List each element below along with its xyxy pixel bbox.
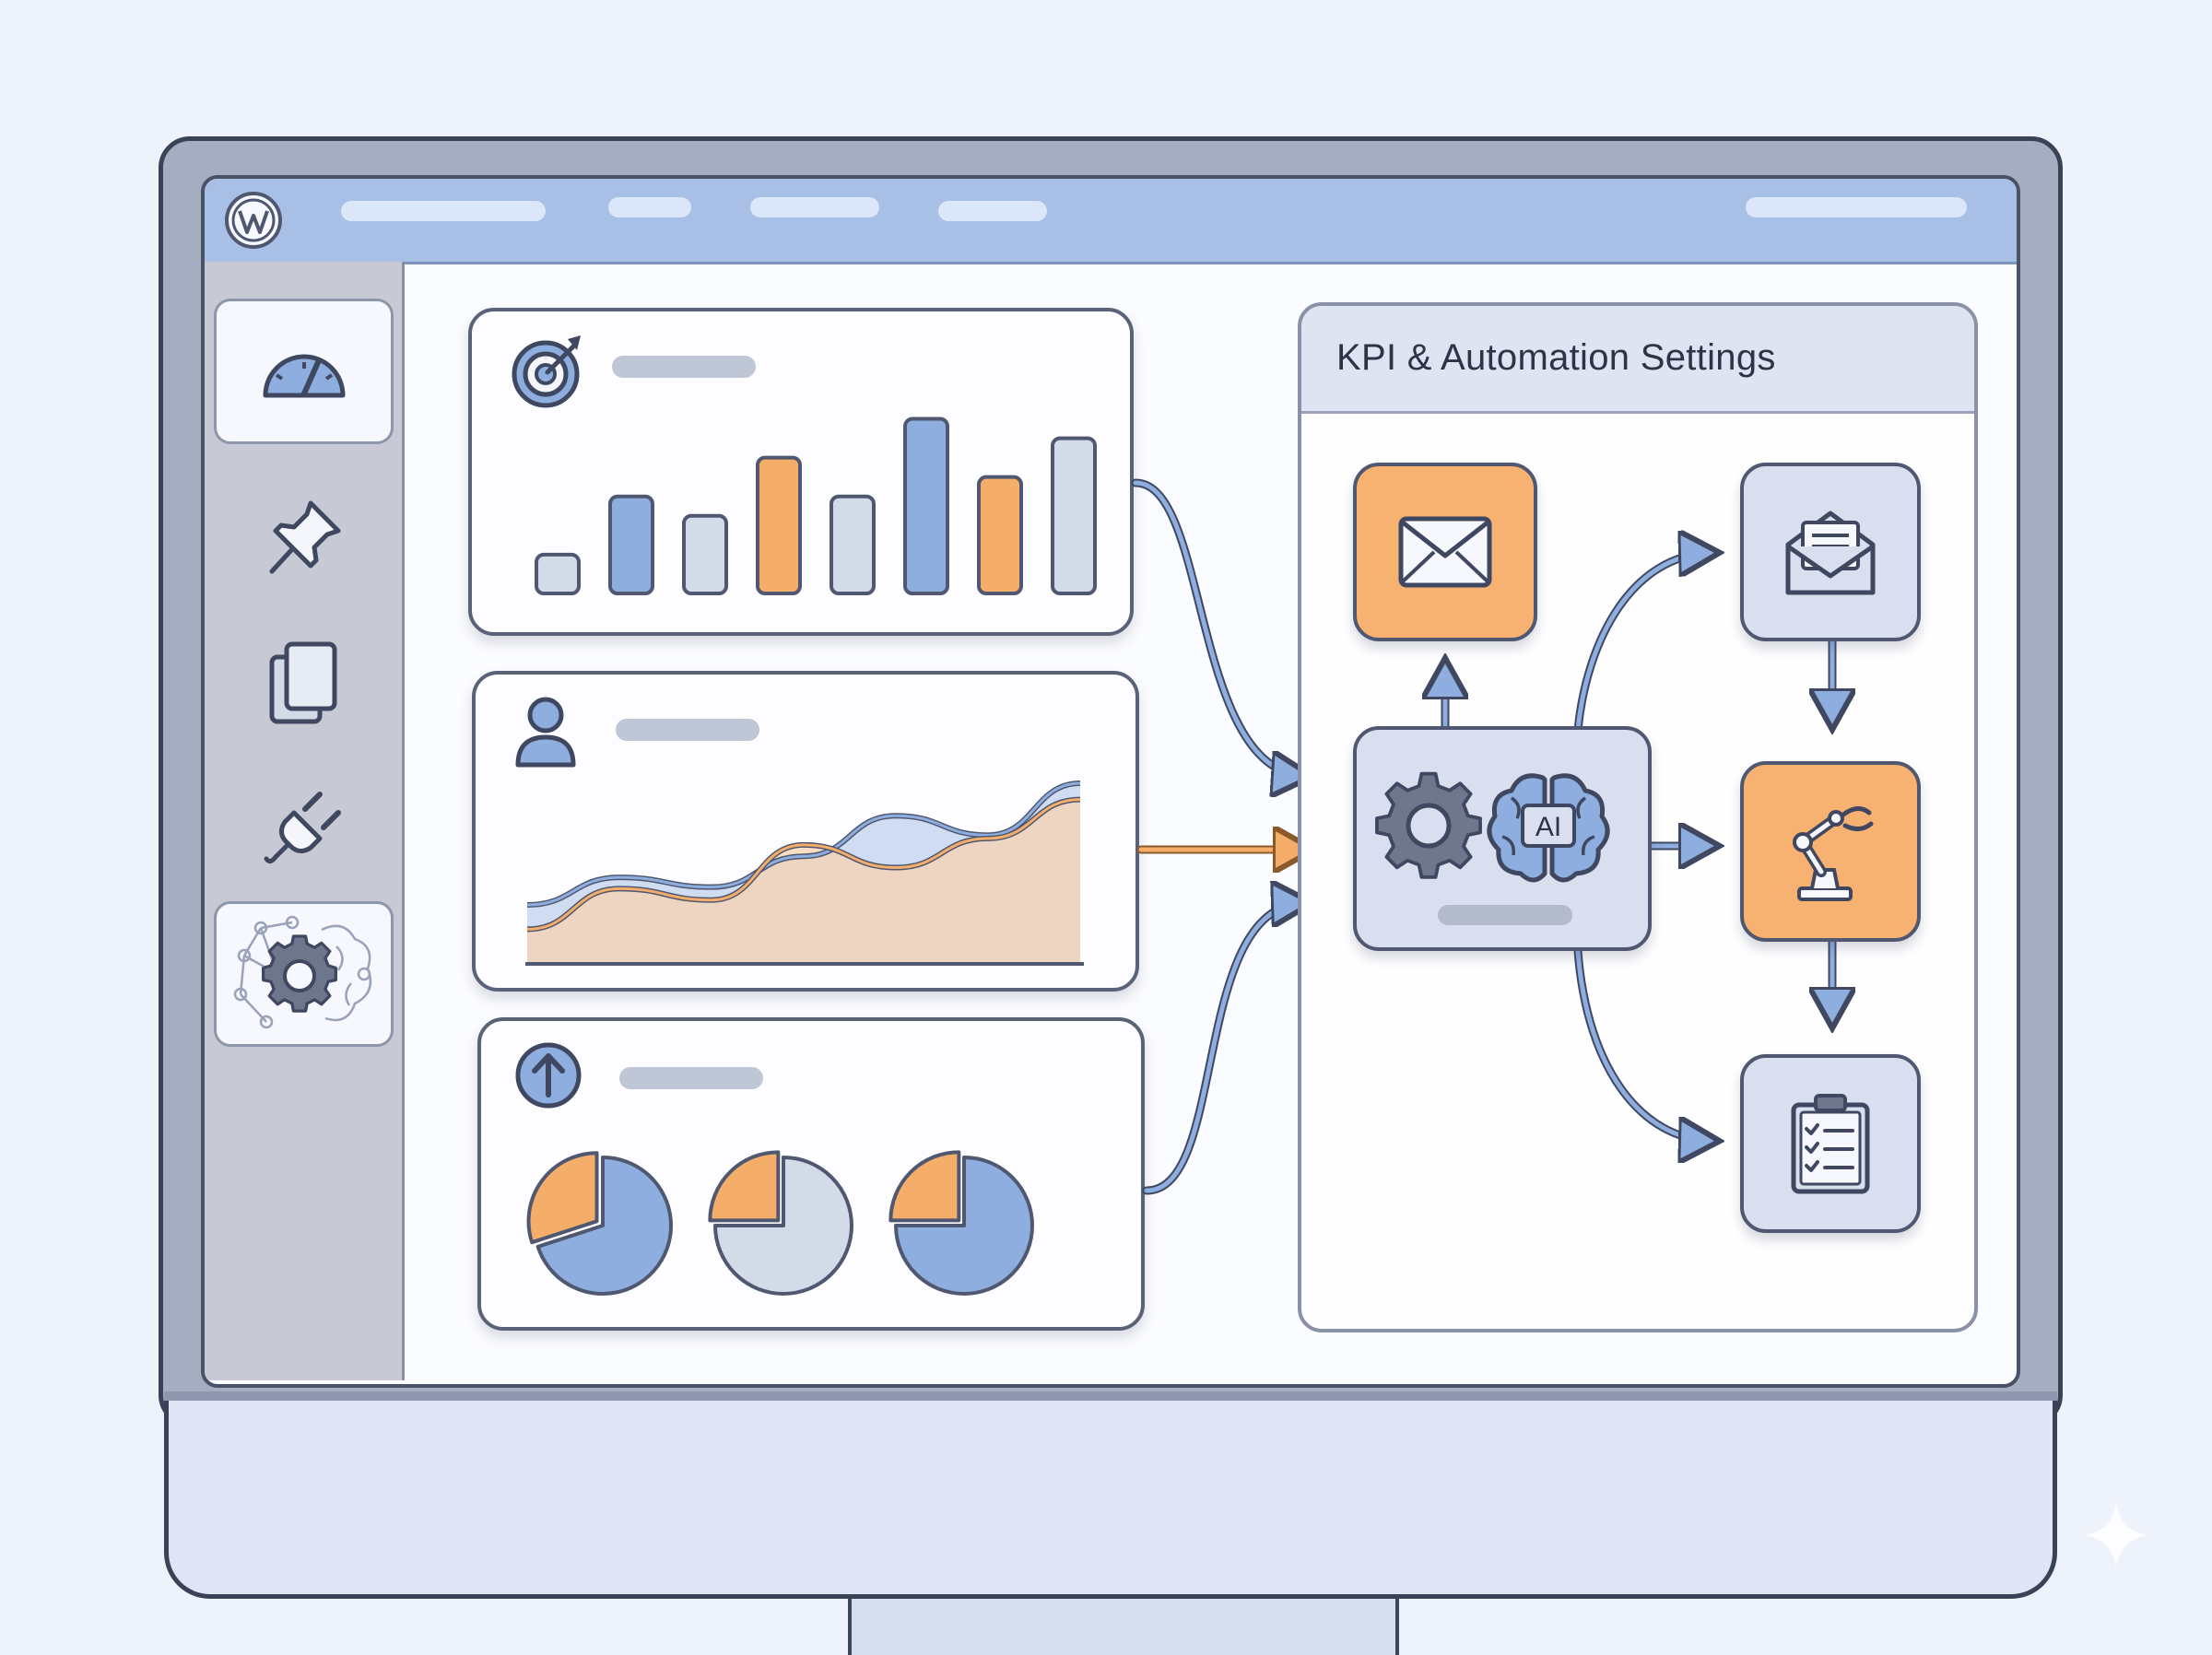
sidebar-item-dashboard[interactable] <box>214 299 394 444</box>
envelope-icon <box>1398 516 1492 588</box>
node-label-placeholder <box>1438 905 1572 925</box>
checklist-report-node[interactable] <box>1740 1054 1921 1233</box>
bar-0 <box>535 552 581 595</box>
pie-1-slice-1 <box>708 1150 781 1223</box>
account-placeholder[interactable] <box>1746 197 1967 217</box>
monitor-chin <box>164 1401 2057 1599</box>
pie-2-slice-0 <box>894 1156 1034 1296</box>
card-title-placeholder <box>616 719 759 741</box>
settings-panel-title: KPI & Automation Settings <box>1336 337 1776 378</box>
pie-charts <box>526 1150 1034 1296</box>
settings-panel-header: KPI & Automation Settings <box>1301 306 1974 414</box>
area-fill-1 <box>527 799 1080 964</box>
clipboard-checklist-icon <box>1791 1094 1870 1194</box>
wordpress-logo-icon[interactable] <box>225 192 282 249</box>
menu-placeholder-1[interactable] <box>341 201 546 221</box>
pages-icon <box>269 641 336 724</box>
plugin-icon <box>264 792 341 864</box>
sidebar-item-pages[interactable] <box>214 610 394 756</box>
card-title-placeholder <box>612 356 756 378</box>
kpi-pie-chart-card[interactable] <box>477 1017 1145 1331</box>
email-trigger-node[interactable] <box>1353 463 1537 641</box>
kpi-area-chart-card[interactable] <box>472 671 1139 992</box>
pie-0-slice-1 <box>526 1151 599 1245</box>
ai-automation-gear-icon <box>233 915 371 1029</box>
bar-6 <box>977 475 1023 595</box>
ai-label: AI <box>1535 812 1561 842</box>
series-line-1 <box>526 798 1081 931</box>
admin-sidebar <box>205 262 405 1380</box>
menu-placeholder-3[interactable] <box>750 197 879 217</box>
user-icon <box>515 697 576 768</box>
admin-top-bar <box>205 179 2017 264</box>
automation-flow-connectors <box>1301 306 1978 1332</box>
robotic-arm-icon <box>1793 806 1874 901</box>
dashboard-gauge-icon <box>263 354 345 398</box>
area-chart <box>525 781 1084 966</box>
open-mail-icon <box>1785 511 1876 595</box>
sidebar-item-posts[interactable] <box>214 464 394 610</box>
menu-placeholder-2[interactable] <box>608 197 691 217</box>
gear-icon <box>1375 771 1482 879</box>
robotic-automation-node[interactable] <box>1740 761 1921 942</box>
menu-placeholder-4[interactable] <box>938 201 1047 221</box>
pie-0-slice-0 <box>535 1156 673 1296</box>
pin-icon <box>269 500 340 574</box>
bar-4 <box>830 494 876 595</box>
bar-2 <box>682 513 728 595</box>
kpi-automation-settings-panel: KPI & Automation Settings <box>1298 302 1978 1332</box>
target-icon <box>512 335 581 408</box>
newsletter-node[interactable] <box>1740 463 1921 641</box>
ai-engine-graphic: AI <box>1375 771 1610 883</box>
ai-engine-node[interactable]: AI <box>1353 726 1652 951</box>
bar-3 <box>756 455 802 596</box>
kpi-bar-chart-card[interactable] <box>468 308 1134 636</box>
growth-arrow-icon <box>515 1042 582 1109</box>
bar-chart <box>535 417 1097 596</box>
sidebar-item-ai-automation[interactable] <box>214 901 394 1047</box>
data-flow-connectors <box>1131 478 2017 1195</box>
pie-2-slice-1 <box>888 1150 961 1223</box>
screen: KPI & Automation Settings <box>201 175 2020 1388</box>
bar-7 <box>1051 436 1097 595</box>
bar-1 <box>608 494 654 595</box>
bar-5 <box>903 417 949 595</box>
monitor-bezel-line <box>164 1391 2057 1401</box>
sidebar-item-plugins[interactable] <box>214 756 394 901</box>
series-line-0 <box>526 781 1081 907</box>
card-title-placeholder <box>619 1067 763 1089</box>
brain-icon: AI <box>1487 773 1610 883</box>
sparkle-watermark-icon <box>2083 1502 2149 1568</box>
pie-1-slice-0 <box>713 1156 853 1296</box>
